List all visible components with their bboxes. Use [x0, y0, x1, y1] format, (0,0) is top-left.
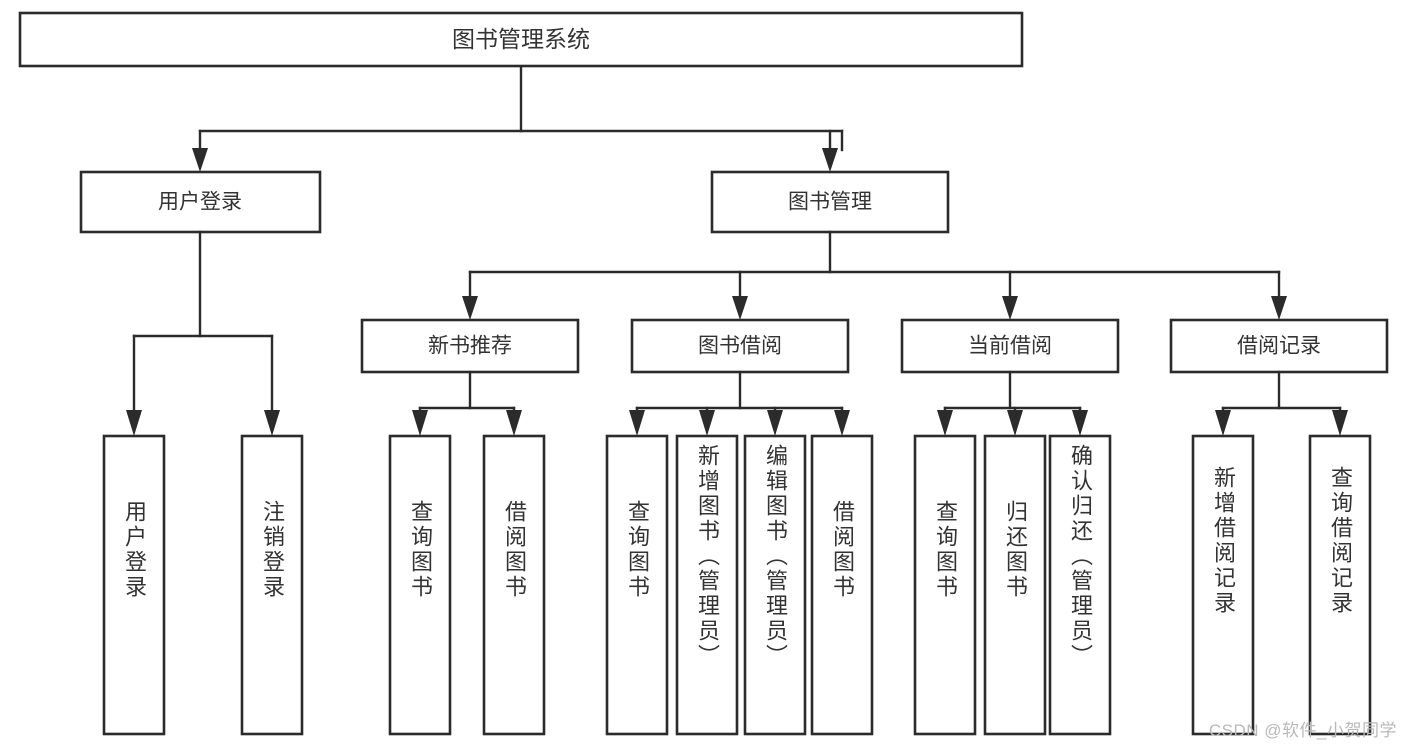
node-user-login-label: 用户登录: [158, 191, 242, 214]
arrow-head-icon: [834, 410, 850, 436]
connector-new-book-recommend-to-leaves: [412, 370, 522, 436]
connector-book-borrow-to-leaves: [629, 370, 850, 436]
leaf-box-query-borrow-record[interactable]: [1308, 434, 1372, 736]
connector-current-borrow-to-leaves: [937, 370, 1088, 436]
arrow-head-icon: [937, 410, 953, 436]
leaf-box-add-book-admin[interactable]: [675, 434, 739, 736]
node-new-book-recommend[interactable]: 新书推荐: [360, 318, 580, 374]
node-book-management[interactable]: 图书管理: [710, 170, 950, 234]
arrow-head-icon: [1007, 410, 1023, 436]
arrow-head-icon: [264, 410, 280, 436]
arrow-head-icon: [462, 296, 478, 320]
leaf-box-borrow-book[interactable]: [810, 434, 874, 736]
arrow-head-icon: [126, 410, 142, 436]
leaf-box-query-book-borrow[interactable]: [605, 434, 669, 736]
node-current-borrow-label: 当前借阅: [968, 335, 1052, 358]
leaf-box-user-login[interactable]: [102, 434, 166, 736]
leaf-box-return-book[interactable]: [983, 434, 1047, 736]
arrow-head-icon: [732, 296, 748, 320]
arrow-head-icon: [699, 410, 715, 436]
arrow-head-icon: [822, 148, 838, 172]
arrow-head-icon: [506, 410, 522, 436]
arrow-head-icon: [1215, 410, 1231, 436]
node-new-book-recommend-label: 新书推荐: [428, 335, 512, 358]
arrow-head-icon: [767, 410, 783, 436]
connector-book-management-to-level3: [462, 230, 1287, 320]
leaf-box-query-book-rec[interactable]: [388, 434, 452, 736]
node-borrow-record-label: 借阅记录: [1237, 335, 1321, 358]
leaf-box-add-borrow-record[interactable]: [1191, 434, 1255, 736]
leaf-box-borrow-book-rec[interactable]: [482, 434, 546, 736]
node-book-borrow-label: 图书借阅: [698, 335, 782, 358]
leaf-box-confirm-return-admin[interactable]: [1048, 434, 1112, 736]
connector-root-to-level2: [192, 64, 844, 172]
node-user-login[interactable]: 用户登录: [79, 170, 322, 234]
leaf-box-query-book-current[interactable]: [913, 434, 977, 736]
leaf-box-logout-login[interactable]: [240, 434, 304, 736]
connector-borrow-record-to-leaves: [1215, 370, 1348, 436]
csdn-watermark: CSDN @软件_小贺同学: [1208, 721, 1397, 740]
leaf-boxes: [102, 434, 1372, 736]
arrow-head-icon: [192, 148, 208, 172]
node-current-borrow[interactable]: 当前借阅: [900, 318, 1120, 374]
arrow-head-icon: [1002, 296, 1018, 320]
arrow-head-icon: [1271, 296, 1287, 320]
arrow-head-icon: [412, 410, 428, 436]
arrow-head-icon: [1332, 410, 1348, 436]
arrow-head-icon: [629, 410, 645, 436]
leaf-box-edit-book-admin[interactable]: [743, 434, 807, 736]
arrow-head-icon: [1072, 410, 1088, 436]
connector-user-login-to-leaves: [126, 230, 280, 436]
node-book-borrow[interactable]: 图书借阅: [630, 318, 850, 374]
node-borrow-record[interactable]: 借阅记录: [1169, 318, 1389, 374]
node-book-management-label: 图书管理: [788, 191, 872, 214]
